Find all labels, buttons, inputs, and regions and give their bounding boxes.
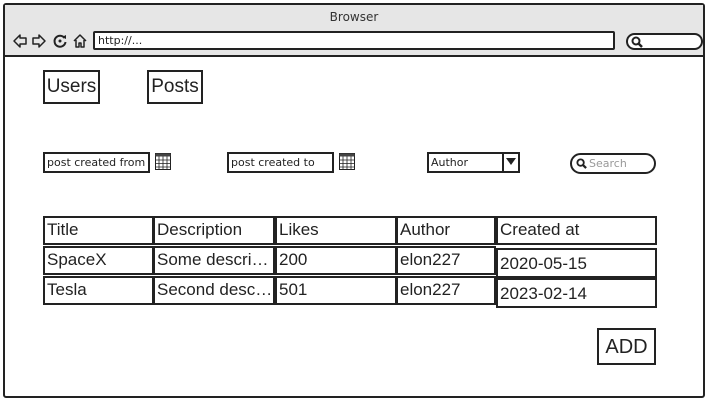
reload-icon[interactable] bbox=[52, 33, 68, 49]
table-cell-description[interactable]: Some description bbox=[153, 246, 275, 275]
created-to-field[interactable]: post created to bbox=[227, 152, 334, 173]
table-cell-created-at[interactable]: 2020-05-15 bbox=[496, 248, 657, 278]
browser-window: Browser http://... bbox=[3, 3, 705, 398]
table-cell-created-at[interactable]: 2023-02-14 bbox=[496, 278, 657, 308]
table-cell-author[interactable]: elon227 bbox=[396, 276, 496, 305]
search-input[interactable]: Search bbox=[570, 153, 656, 174]
table-cell-likes[interactable]: 200 bbox=[275, 246, 397, 275]
column-header-title[interactable]: Title bbox=[43, 216, 154, 245]
calendar-icon[interactable] bbox=[339, 153, 355, 170]
browser-search-field[interactable] bbox=[626, 33, 703, 50]
column-header-description[interactable]: Description bbox=[153, 216, 275, 245]
column-header-likes[interactable]: Likes bbox=[275, 216, 397, 245]
author-select[interactable]: Author bbox=[427, 152, 520, 173]
column-header-created-at[interactable]: Created at bbox=[496, 216, 657, 245]
home-icon[interactable] bbox=[72, 33, 88, 49]
back-icon[interactable] bbox=[12, 33, 28, 49]
search-icon bbox=[576, 158, 587, 169]
created-from-field[interactable]: post created from bbox=[43, 152, 150, 173]
table-cell-title[interactable]: Tesla bbox=[43, 276, 154, 305]
users-button[interactable]: Users bbox=[43, 70, 100, 104]
add-button[interactable]: ADD bbox=[597, 328, 656, 365]
browser-titlebar: Browser http://... bbox=[5, 5, 703, 57]
calendar-icon[interactable] bbox=[155, 153, 171, 170]
window-title: Browser bbox=[329, 10, 379, 24]
forward-icon[interactable] bbox=[31, 33, 47, 49]
search-placeholder: Search bbox=[589, 157, 627, 170]
table-cell-likes[interactable]: 501 bbox=[275, 276, 397, 305]
column-header-author[interactable]: Author bbox=[396, 216, 496, 245]
table-cell-author[interactable]: elon227 bbox=[396, 246, 496, 275]
author-select-value: Author bbox=[431, 156, 469, 169]
table-cell-title[interactable]: SpaceX bbox=[43, 246, 154, 275]
dropdown-arrow-icon[interactable] bbox=[502, 154, 518, 171]
posts-button[interactable]: Posts bbox=[147, 70, 203, 104]
address-bar[interactable]: http://... bbox=[93, 31, 615, 50]
search-icon bbox=[631, 36, 643, 48]
table-cell-description[interactable]: Second description bbox=[153, 276, 275, 305]
